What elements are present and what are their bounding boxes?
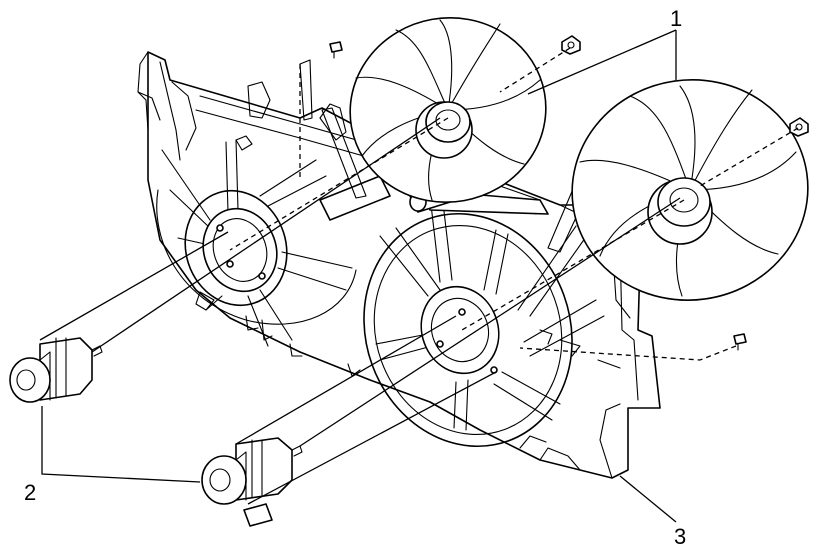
bolt-right bbox=[733, 333, 747, 351]
left-motor-mount bbox=[202, 207, 278, 293]
assembly-guide-lines bbox=[39, 47, 799, 505]
fan-blade-right bbox=[571, 79, 809, 301]
fan-blade-left bbox=[349, 17, 547, 203]
fan-motor-lower bbox=[201, 437, 303, 527]
callout-2: 2 bbox=[24, 406, 201, 505]
callout-1-label: 1 bbox=[670, 6, 682, 31]
fan-motor-upper bbox=[9, 337, 103, 403]
callout-2-label: 2 bbox=[24, 480, 36, 505]
bolt-top-left bbox=[329, 41, 343, 59]
callout-3-label: 3 bbox=[674, 524, 686, 549]
nut-top-center bbox=[561, 35, 581, 55]
callout-3: 3 bbox=[619, 475, 686, 549]
right-motor-mount bbox=[420, 285, 500, 375]
nut-top-right bbox=[789, 117, 809, 137]
callout-1: 1 bbox=[527, 6, 682, 95]
